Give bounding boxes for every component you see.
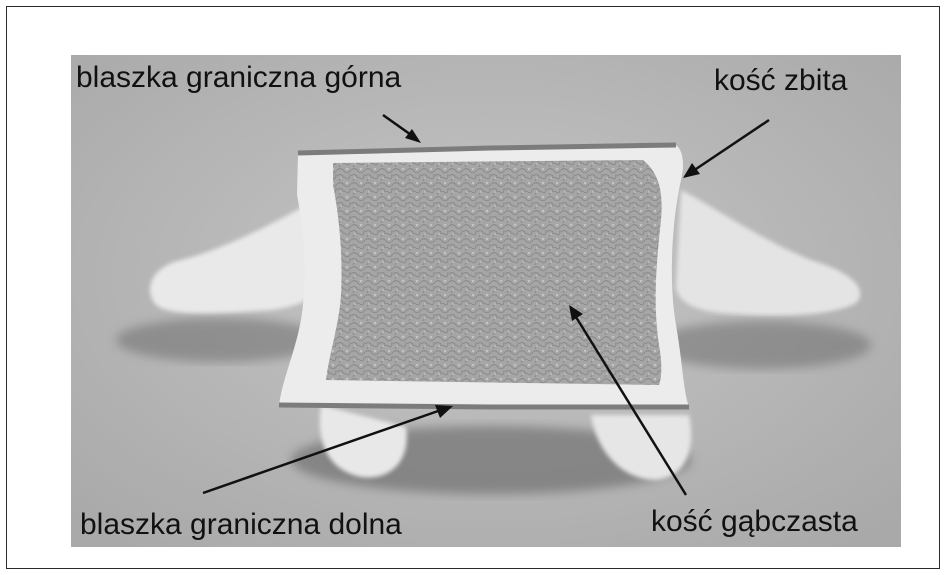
label-upper-endplate: blaszka graniczna górna (76, 61, 401, 95)
shadow-right (651, 321, 871, 369)
cancellous-core (326, 160, 662, 385)
label-lower-endplate: blaszka graniczna dolna (80, 508, 402, 542)
label-cancellous-bone: kość gąbczasta (651, 505, 858, 539)
figure-frame: blaszka graniczna górna kość zbita blasz… (6, 6, 940, 569)
vertebra-photo (71, 55, 901, 547)
lower-endplate-line (279, 405, 689, 407)
label-cortical-bone: kość zbita (714, 64, 847, 98)
